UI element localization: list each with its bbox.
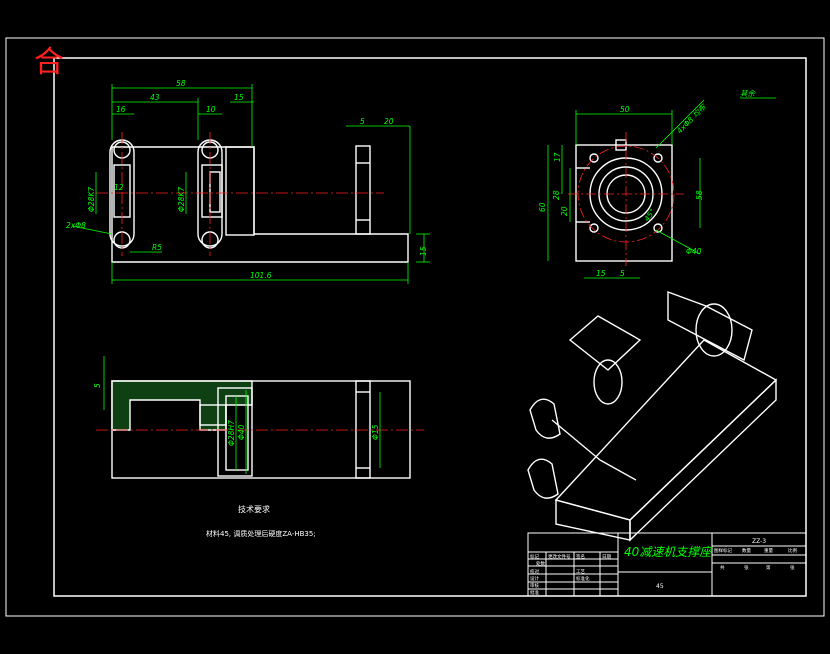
title-drawing-no: ZZ-3	[752, 538, 766, 545]
svg-text:101.6: 101.6	[250, 271, 272, 280]
svg-text:更改文件号: 更改文件号	[548, 553, 571, 560]
svg-text:标准化: 标准化	[576, 575, 590, 582]
front-dimensions	[71, 84, 430, 284]
svg-text:20: 20	[384, 117, 394, 126]
title-cells: 图样标记 数量 重量 比例 共 张 第 张 设计 校对 审核 工艺 标准化 批准…	[530, 547, 797, 596]
svg-text:标记: 标记	[530, 553, 539, 560]
svg-text:50: 50	[620, 105, 630, 114]
svg-text:设计: 设计	[530, 575, 539, 582]
svg-text:张: 张	[790, 564, 795, 571]
svg-text:共: 共	[720, 564, 725, 571]
section-dimensions	[103, 356, 381, 474]
svg-text:2xΦ8: 2xΦ8	[66, 221, 86, 230]
svg-text:58: 58	[695, 190, 704, 200]
svg-text:10: 10	[206, 105, 216, 114]
svg-text:日期: 日期	[602, 554, 611, 560]
svg-text:58: 58	[176, 79, 186, 88]
svg-text:5: 5	[93, 383, 102, 388]
svg-text:5: 5	[620, 269, 625, 278]
svg-text:工艺: 工艺	[576, 569, 585, 575]
svg-text:其余: 其余	[740, 89, 756, 98]
svg-text:R5: R5	[152, 243, 162, 252]
svg-text:5: 5	[360, 117, 365, 126]
flange-centerlines	[568, 132, 684, 266]
front-dimension-text: 58 43 16 10 15 101.6 5 20 12 2xΦ8 R5 15 …	[66, 79, 428, 280]
section-dimension-text: 5 Φ28H7 Φ40 Φ15	[93, 383, 380, 446]
title-name: 40减速机支撑座	[624, 545, 713, 559]
tech-requirements-title: 技术要求	[238, 504, 270, 514]
svg-text:批准: 批准	[530, 589, 539, 596]
svg-text:Φ28K7: Φ28K7	[87, 187, 96, 212]
svg-text:签名: 签名	[576, 553, 585, 560]
svg-text:17: 17	[553, 152, 562, 162]
svg-text:60: 60	[538, 202, 547, 212]
svg-text:43: 43	[150, 93, 160, 102]
title-material: 45	[656, 583, 664, 590]
svg-text:数量: 数量	[742, 547, 751, 554]
svg-text:20: 20	[560, 206, 569, 216]
inner-frame	[53, 57, 807, 597]
svg-text:Φ28K7: Φ28K7	[177, 187, 186, 212]
corner-stamp: 合	[34, 45, 64, 80]
svg-text:审核: 审核	[530, 582, 539, 589]
svg-text:张: 张	[744, 564, 749, 571]
svg-text:Φ40: Φ40	[686, 247, 702, 256]
tech-requirements-line1: 材料45, 调质处理后硬度ZA-HB35;	[206, 529, 316, 538]
svg-text:第: 第	[766, 564, 771, 571]
outer-border	[5, 37, 825, 617]
svg-text:校对: 校对	[530, 568, 539, 575]
svg-text:Φ40: Φ40	[237, 424, 246, 440]
svg-text:12: 12	[114, 183, 124, 192]
title-block	[527, 532, 807, 597]
flange-dimensions	[547, 97, 776, 279]
svg-text:比例: 比例	[788, 547, 797, 554]
svg-text:28: 28	[552, 190, 561, 200]
svg-text:15: 15	[419, 246, 428, 256]
svg-text:16: 16	[116, 105, 126, 114]
svg-text:Φ15: Φ15	[371, 424, 380, 440]
svg-text:Φ28H7: Φ28H7	[227, 420, 236, 446]
svg-text:15: 15	[596, 269, 606, 278]
svg-text:重量: 重量	[764, 547, 773, 554]
svg-text:处数: 处数	[536, 560, 545, 567]
front-centerlines	[96, 132, 384, 256]
svg-text:图样标记: 图样标记	[714, 547, 732, 554]
svg-text:15: 15	[234, 93, 244, 102]
